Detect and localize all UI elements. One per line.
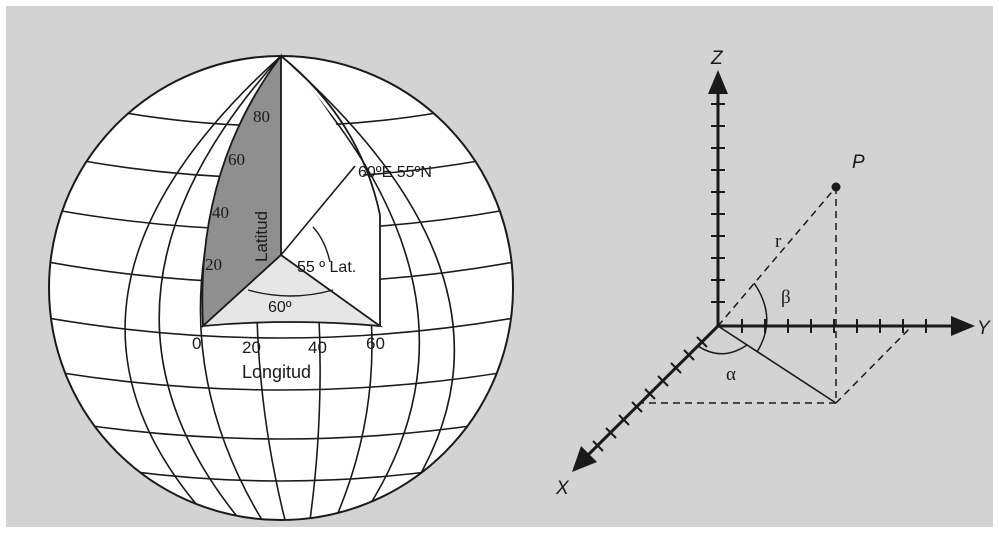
lat-tick: 20 [205,255,222,274]
longitude-ticks: 0 20 40 60 [192,334,385,357]
lat-tick: 80 [253,107,270,126]
projection-to-y [835,325,913,404]
longitude-angle-label: 60º [268,299,292,316]
lat-angle-arc [312,226,331,263]
projection-line [717,325,837,404]
alpha-arc [697,344,748,355]
latitude-angle-label: 55 º Lat. [297,259,356,276]
lat-tick: 40 [212,203,229,222]
x-axis-arrowhead [572,446,597,472]
z-axis-arrowhead [708,70,728,94]
beta-label: β [781,287,791,308]
lon-tick: 40 [308,338,327,357]
cut-meridian-edge [280,55,381,326]
radius-vector-r [717,186,837,327]
latitude-ticks: 80 60 40 20 [205,107,270,274]
y-axis-ticks [741,319,927,333]
point-coordinate-label: 60ºE 55ºN [358,164,432,181]
latitude-axis-label: Latitud [252,211,271,262]
lon-tick: 20 [242,338,261,357]
z-axis-ticks [711,103,725,303]
x-axis-ticks [592,336,708,452]
y-axis-arrowhead [951,316,975,336]
alpha-label: α [726,364,736,385]
axes-3d-labels: Z Y X P r α β [555,48,991,499]
y-axis-label: Y [977,318,991,339]
radius-r-label: r [775,231,782,252]
x-axis [586,324,720,457]
point-p-marker [831,182,841,192]
lon-tick: 0 [192,334,201,353]
axes-3d-diagram [572,70,975,472]
z-axis-label: Z [710,48,724,69]
lon-tick: 60 [366,334,385,353]
point-p-label: P [852,152,865,173]
lon-angle-arc [247,289,334,297]
globe-cutaway [200,53,384,328]
x-axis-label: X [555,478,570,499]
longitude-axis-label: Longitud [242,362,311,382]
latitude-wedge [201,53,282,328]
beta-arc [753,282,768,353]
globe-diagram: 80 60 40 20 Latitud 0 20 40 60 Longitud … [48,53,514,521]
lat-tick: 60 [228,150,245,169]
radius-line [280,165,356,256]
